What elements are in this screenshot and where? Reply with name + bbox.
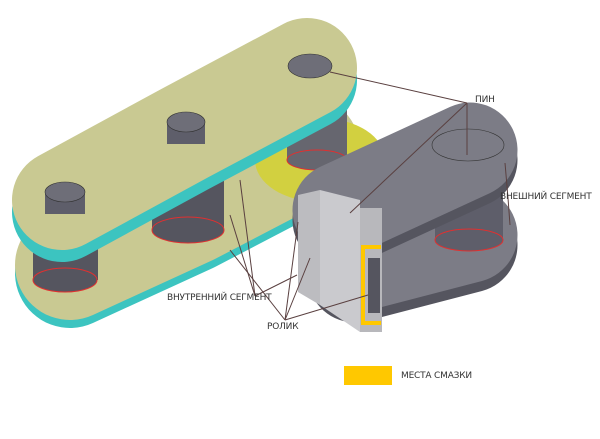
outer-segment xyxy=(292,102,518,332)
lubrication-legend-label: МЕСТА СМАЗКИ xyxy=(401,371,472,381)
lubrication-legend-swatch xyxy=(344,366,392,385)
outer-segment-label: ВНЕШНИЙ СЕГМЕНТ xyxy=(500,192,592,202)
leader-lines xyxy=(229,71,511,321)
pin-label: ПИН xyxy=(475,95,495,105)
pin-tops xyxy=(44,53,333,214)
inner-segment-label: ВНУТРЕННИЙ СЕГМЕНТ xyxy=(167,293,272,303)
roller-label: РОЛИК xyxy=(267,322,299,332)
